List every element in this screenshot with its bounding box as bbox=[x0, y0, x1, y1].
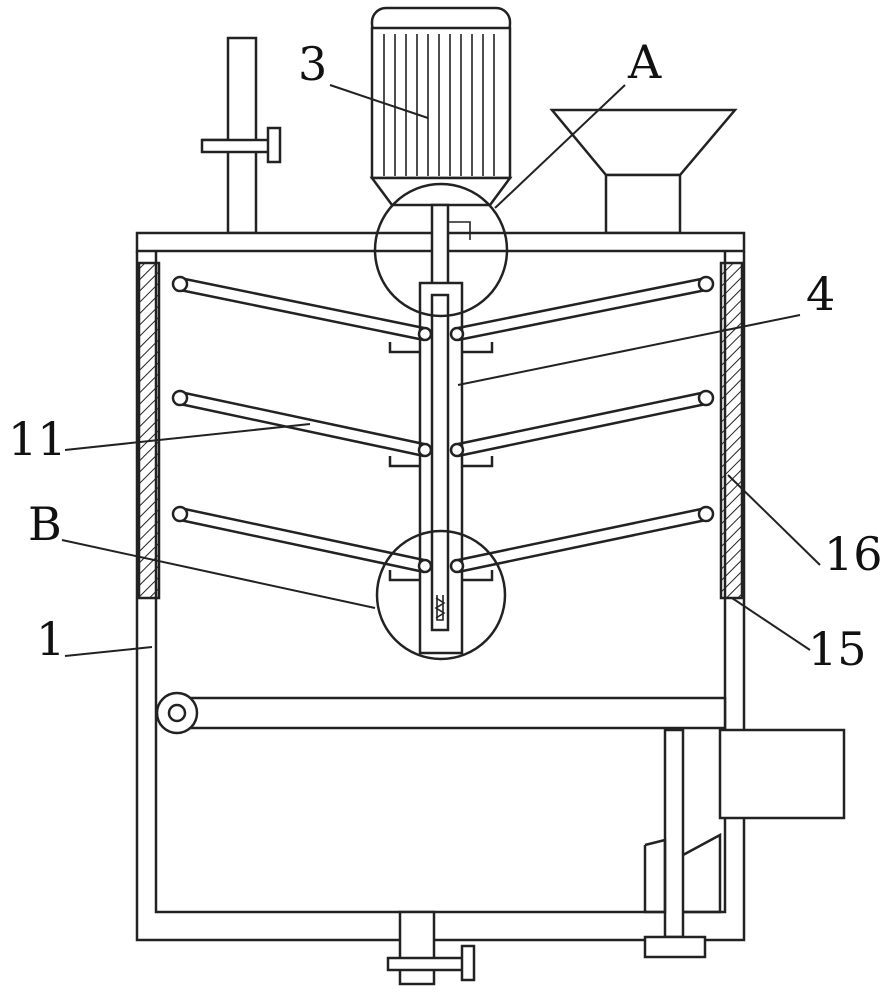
right-liner bbox=[719, 261, 744, 600]
label-3: 3 bbox=[298, 37, 327, 91]
part-labels: 3 A 4 11 B 16 1 15 bbox=[8, 35, 883, 676]
label-4: 4 bbox=[806, 267, 835, 321]
vent-pipe bbox=[200, 36, 282, 235]
bottom-valve bbox=[386, 910, 476, 986]
label-1: 1 bbox=[36, 612, 65, 666]
detail-circle-a bbox=[373, 182, 509, 318]
conveyor bbox=[155, 691, 727, 735]
detail-circle-b bbox=[375, 529, 507, 661]
outlet-box bbox=[718, 728, 846, 820]
central-shaft bbox=[418, 203, 471, 655]
mixing-arms bbox=[171, 275, 715, 582]
label-16: 16 bbox=[824, 527, 883, 581]
motor bbox=[369, 6, 513, 207]
label-15: 15 bbox=[808, 622, 867, 676]
feed-funnel bbox=[549, 108, 738, 235]
label-b: B bbox=[28, 497, 62, 551]
label-a: A bbox=[627, 35, 662, 89]
leader-lines bbox=[61, 84, 821, 657]
label-11: 11 bbox=[8, 412, 67, 466]
left-liner bbox=[137, 261, 161, 600]
discharge-shaft bbox=[643, 728, 722, 959]
